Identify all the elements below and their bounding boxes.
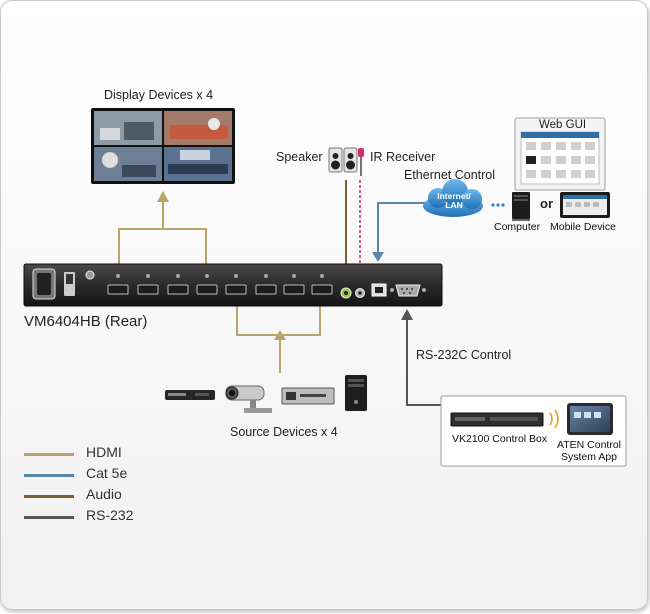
legend-label-cat5e: Cat 5e: [86, 465, 128, 481]
web-gui-label: Web GUI: [539, 119, 587, 131]
rs232-port: [395, 284, 421, 297]
internet-lan-line1: Internet/: [437, 191, 471, 201]
speaker-label: Speaker: [276, 150, 323, 164]
speaker-icon: [328, 147, 358, 173]
legend-swatch-audio: [24, 495, 74, 498]
wifi-icon: [549, 409, 559, 429]
source-devices-label: Source Devices x 4: [230, 425, 338, 439]
rs232c-control-label: RS-232C Control: [416, 348, 512, 362]
camera-icon: [225, 385, 272, 413]
control-app-label: ATEN Control System App: [556, 439, 622, 463]
vm6404hb-rear-panel: [23, 263, 443, 307]
legend-swatch-cat5e: [24, 474, 74, 477]
legend-label-hdmi: HDMI: [86, 444, 122, 460]
network-dots: [491, 203, 505, 207]
control-box-icon: [450, 412, 544, 427]
display-devices-label: Display Devices x 4: [104, 88, 214, 102]
ethernet-control-label: Ethernet Control: [404, 168, 496, 182]
ir-receiver-icon: [358, 148, 364, 176]
rs232-line: [401, 309, 441, 406]
legend-label-rs232: RS-232: [86, 507, 134, 523]
internet-lan-line2: LAN: [445, 200, 463, 210]
display-wall: [91, 108, 235, 184]
mobile-device-icon: [560, 192, 610, 218]
mobile-device-label: Mobile Device: [550, 221, 616, 233]
internet-lan-label: Internet/ LAN: [431, 192, 477, 210]
pc-tower-icon: [345, 375, 367, 411]
ethernet-line: [372, 202, 427, 262]
control-app-line1: ATEN Control: [557, 439, 621, 451]
hdmi-output-lines: [118, 191, 207, 265]
or-label: or: [540, 196, 553, 211]
web-gui-panel: [514, 117, 606, 191]
cloud-icon: [423, 179, 483, 217]
device-rear-label: VM6404HB (Rear): [24, 313, 148, 330]
legend-swatch-rs232: [24, 516, 74, 519]
dvd-player-icon: [165, 390, 215, 400]
tablet-icon: [567, 403, 613, 435]
computer-label: Computer: [494, 221, 541, 233]
control-box-panel: [440, 395, 627, 467]
computer-icon: [512, 192, 530, 221]
hdmi-input-lines: [236, 306, 321, 373]
control-app-line2: System App: [560, 451, 618, 463]
media-player-icon: [281, 387, 335, 405]
ir-receiver-label: IR Receiver: [370, 150, 436, 164]
legend-label-audio: Audio: [86, 486, 122, 502]
legend-swatch-hdmi: [24, 453, 74, 456]
control-box-label: VK2100 Control Box: [452, 433, 548, 445]
